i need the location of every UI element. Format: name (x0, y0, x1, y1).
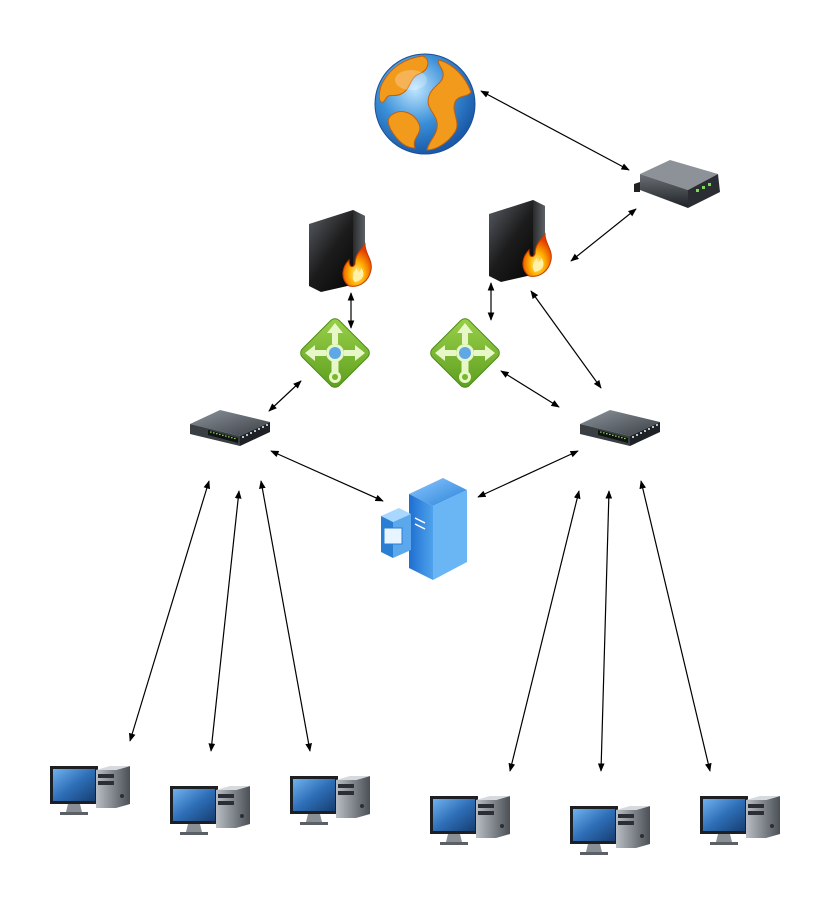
edge-switch-right-server (477, 450, 579, 498)
edge-switch-right-pc-6 (639, 480, 712, 772)
firewall-icon (489, 200, 552, 282)
network-switch-icon (580, 410, 660, 446)
firewall-icon (309, 210, 372, 292)
desktop-computer-icon (170, 786, 250, 835)
edge-switch-left-server (270, 450, 384, 502)
edge-router-right-switch-right (500, 370, 560, 408)
edge-firewall-right-switch-right (530, 290, 602, 389)
edge-switch-right-pc-5 (597, 490, 613, 772)
connector-layer (128, 90, 712, 772)
router-icon (300, 318, 370, 388)
server-icon (381, 478, 467, 580)
modem-router-icon (634, 160, 720, 208)
edge-internet-modem (480, 90, 630, 171)
desktop-computer-icon (700, 796, 780, 845)
edge-switch-left-pc-2 (208, 490, 242, 752)
edge-switch-right-pc-4 (508, 490, 581, 772)
edge-switch-left-pc-3 (259, 480, 312, 752)
edge-modem-firewall-right (570, 208, 637, 262)
router-icon (430, 318, 500, 388)
desktop-computer-icon (290, 776, 370, 825)
desktop-computer-icon (50, 766, 130, 815)
edge-switch-left-pc-1 (128, 480, 211, 742)
globe-icon (374, 53, 476, 155)
network-switch-icon (190, 410, 270, 446)
desktop-computer-icon (570, 806, 650, 855)
desktop-computer-icon (430, 796, 510, 845)
edge-router-left-switch-left (268, 380, 302, 412)
